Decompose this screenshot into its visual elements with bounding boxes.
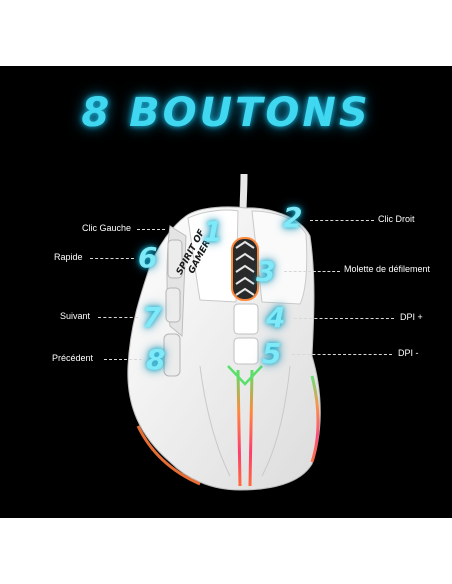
label-molette: Molette de défilement: [344, 264, 431, 274]
button-number-3: 3: [256, 255, 276, 288]
leader-line: [137, 229, 165, 230]
button-number-4: 4: [266, 301, 286, 334]
label-clic-droit: Clic Droit: [378, 214, 415, 224]
label-suivant: Suivant: [60, 311, 91, 321]
product-panel: 8 BOUTONS: [0, 66, 452, 518]
button-number-8: 8: [146, 343, 166, 376]
button-number-2: 2: [283, 201, 303, 234]
button-number-7: 7: [142, 301, 162, 334]
button-number-6: 6: [138, 241, 158, 274]
gaming-mouse-image: [127, 173, 321, 491]
button-number-5: 5: [262, 337, 282, 370]
leader-line: [310, 220, 374, 221]
leader-line: [90, 258, 134, 259]
label-clic-gauche: Clic Gauche: [82, 223, 132, 233]
leader-line: [98, 317, 138, 318]
button-number-1: 1: [203, 215, 223, 248]
page-title: 8 BOUTONS: [81, 90, 371, 136]
leader-line: [292, 354, 392, 355]
leader-line: [284, 271, 340, 272]
label-dpi-plus: DPI +: [400, 312, 423, 322]
label-precedent: Précédent: [52, 353, 94, 363]
label-rapide: Rapide: [54, 252, 83, 262]
leader-line: [104, 359, 142, 360]
label-dpi-minus: DPI -: [398, 348, 419, 358]
leader-line: [294, 318, 394, 319]
